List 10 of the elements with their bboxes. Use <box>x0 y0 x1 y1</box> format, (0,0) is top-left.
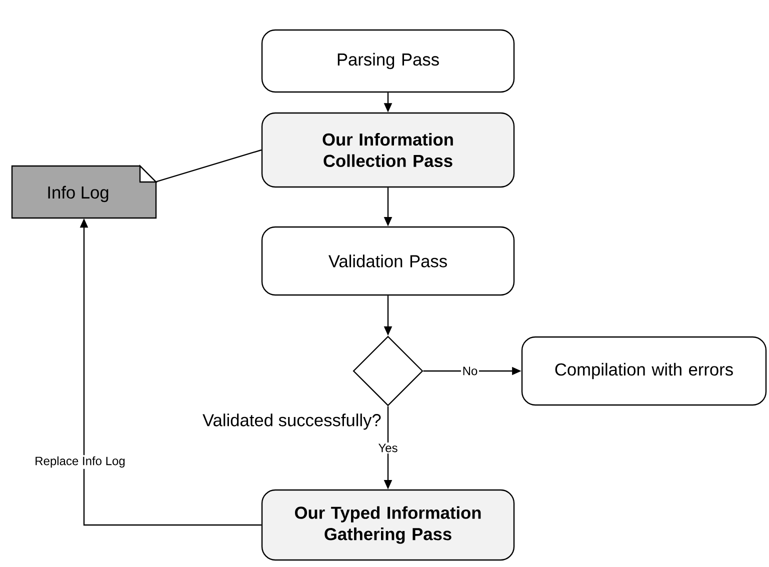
decision-diamond <box>352 336 424 406</box>
node-label: Validated successfully? <box>202 414 381 430</box>
process-box: Our Typed Information Gathering Pass <box>261 489 515 561</box>
edge-label: Replace Info Log <box>33 455 127 469</box>
edge-label: Yes <box>376 442 400 454</box>
process-box: Validation Pass <box>261 226 515 296</box>
process-box: Compilation with errors <box>521 336 767 406</box>
process-box: Our Information Collection Pass <box>261 112 515 188</box>
edge-label: No <box>461 365 479 376</box>
process-box: Parsing Pass <box>261 29 515 93</box>
